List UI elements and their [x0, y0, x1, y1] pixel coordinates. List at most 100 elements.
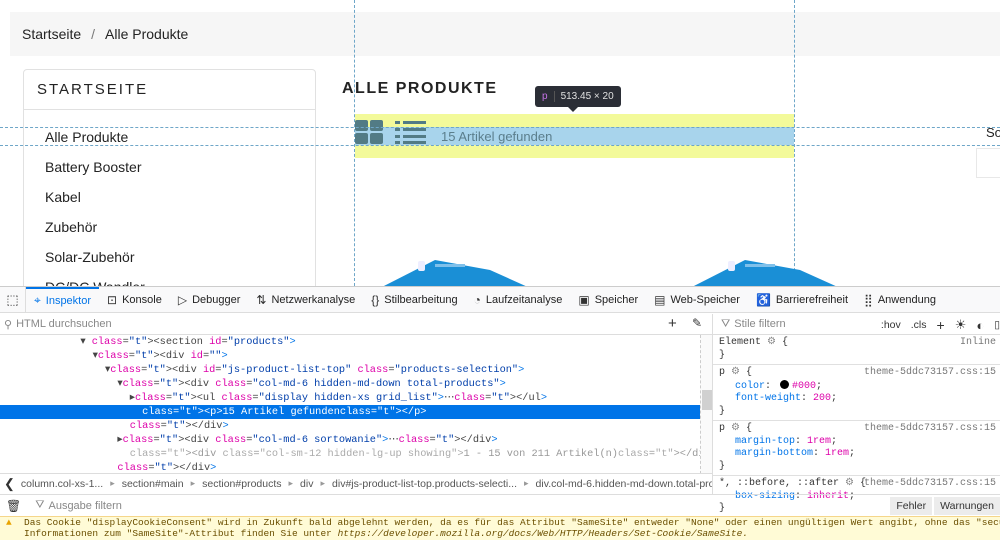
node-breadcrumb-item[interactable]: section#main: [121, 477, 184, 490]
tooltip-tag: p: [542, 91, 555, 102]
warning-line-2: Informationen zum "SameSite"-Attribut fi…: [24, 528, 338, 539]
css-rules-list: Element ⚙ {Inline} p ⚙ {theme-5ddc73157.c…: [713, 335, 1000, 519]
style-editor-icon: {}: [371, 292, 380, 307]
gear-icon[interactable]: ⚙: [767, 337, 776, 348]
markup-node[interactable]: class="t"><p>15 Artikel gefundenclass="t…: [0, 405, 700, 419]
css-declaration[interactable]: color: #000;: [735, 379, 823, 392]
eyedropper-icon[interactable]: ✎: [692, 316, 703, 330]
dark-scheme-icon[interactable]: ◐: [976, 317, 985, 333]
sidebar-item-dcdc-wandler[interactable]: DC/DC Wandler: [24, 277, 315, 286]
markup-pane: ⚲ HTML durchsuchen + ✎ ▾ class="t"><sect…: [0, 314, 712, 474]
tab-label: Inspektor: [45, 294, 92, 307]
tab-label: Debugger: [192, 293, 241, 306]
markup-node[interactable]: class="t"></div>: [129, 420, 229, 432]
sort-dropdown[interactable]: [976, 148, 1000, 178]
cls-toggle[interactable]: .cls: [910, 319, 927, 331]
trash-icon[interactable]: 🗑: [6, 498, 22, 513]
rule-source-link[interactable]: theme-5ddc73157.css:15: [863, 423, 996, 434]
tab-label: Speicher: [594, 293, 639, 306]
product-image-1[interactable]: [380, 258, 530, 286]
node-breadcrumb-item[interactable]: column.col-xs-1...: [20, 477, 104, 490]
markup-node[interactable]: ▾class="t"><div id="js-product-list-top"…: [0, 364, 525, 376]
tab-label: Anwendung: [877, 293, 936, 306]
tab-laufzeitanalyse[interactable]: ◔Laufzeitanalyse: [466, 287, 571, 313]
markup-node[interactable]: class="t"></div>: [117, 462, 217, 471]
gear-icon[interactable]: ⚙: [731, 423, 740, 434]
console-icon: ⊡: [107, 292, 118, 307]
color-swatch-icon[interactable]: [780, 379, 790, 389]
markup-node[interactable]: ▾class="t"><div id="">: [0, 350, 228, 362]
styles-filter-input[interactable]: ⛛ Stile filtern :hov .cls + ☀ ◐ ▯: [713, 314, 1000, 335]
guide-line-bottom: [0, 145, 1000, 146]
sort-label: So: [986, 125, 1000, 140]
rule-selector: p: [719, 367, 726, 378]
tab-debugger[interactable]: ▷Debugger: [170, 287, 249, 313]
markup-node[interactable]: ▾ class="t"><section id="products">: [0, 336, 296, 348]
accessibility-icon: ♿: [755, 292, 771, 307]
node-breadcrumb-item[interactable]: div#js-product-list-top.products-selecti…: [332, 477, 518, 490]
tab-anwendung[interactable]: ⣿ Anwendung: [856, 287, 944, 313]
rule-source-link[interactable]: Inline: [959, 337, 996, 348]
rule-selector: Element: [719, 337, 762, 348]
rule-source-link[interactable]: theme-5ddc73157.css:15: [863, 478, 996, 489]
product-image-2[interactable]: [690, 258, 840, 286]
tab-label: Netzwerkanalyse: [271, 293, 356, 306]
warnings-filter-button[interactable]: Warnungen: [934, 497, 1000, 515]
element-picker-icon[interactable]: ⬚: [0, 286, 26, 313]
add-node-button[interactable]: +: [668, 315, 677, 332]
tab-web-speicher[interactable]: ▤Web-Speicher: [646, 287, 748, 313]
tab-inspektor[interactable]: ⌖Inspektor: [26, 286, 100, 313]
tab-konsole[interactable]: ⊡Konsole: [99, 287, 170, 313]
errors-filter-button[interactable]: Fehler: [890, 497, 933, 515]
sidebar-title[interactable]: STARTSEITE: [24, 70, 315, 110]
rule-source-link[interactable]: theme-5ddc73157.css:15: [863, 367, 996, 378]
markup-scrollbar[interactable]: [700, 335, 712, 474]
console-warning-message: ▲ Das Cookie "displayCookieConsent" wird…: [0, 516, 1000, 540]
css-declaration[interactable]: font-weight: 200;: [735, 393, 838, 404]
gear-icon[interactable]: ⚙: [731, 367, 740, 378]
rules-pane: ⛛ Stile filtern :hov .cls + ☀ ◐ ▯ Elemen…: [712, 314, 1000, 519]
css-declaration[interactable]: margin-bottom: 1rem;: [735, 448, 856, 459]
markup-node[interactable]: ▸class="t"><ul class="display hidden-xs …: [0, 392, 547, 404]
node-breadcrumb-item[interactable]: section#products: [202, 477, 282, 490]
hov-toggle[interactable]: :hov: [880, 319, 901, 331]
gear-icon[interactable]: ⚙: [845, 478, 855, 489]
css-declaration[interactable]: box-sizing: inherit;: [735, 490, 856, 502]
tab-stilbearbeitung[interactable]: {}Stilbearbeitung: [363, 287, 465, 313]
grid-view-icon[interactable]: [355, 120, 383, 144]
tab-barrierefreiheit[interactable]: ♿Barrierefreiheit: [748, 287, 856, 313]
warning-line-1: Das Cookie "displayCookieConsent" wird i…: [24, 517, 1000, 528]
list-view-icon[interactable]: [395, 120, 426, 144]
node-breadcrumb-item[interactable]: div.col-md-6.hidden-md-down.total-produc…: [535, 477, 712, 490]
breadcrumb-home-link[interactable]: Startseite: [22, 26, 82, 42]
print-media-icon[interactable]: ▯: [994, 319, 1000, 331]
html-search-input[interactable]: ⚲ HTML durchsuchen + ✎: [0, 314, 712, 335]
sidebar-item-zubehoer[interactable]: Zubehör: [45, 219, 98, 235]
node-breadcrumb-item[interactable]: div: [300, 477, 314, 490]
application-icon: ⣿: [864, 292, 873, 307]
console-filter-input[interactable]: Ausgabe filtern: [48, 499, 122, 512]
add-rule-icon[interactable]: +: [936, 317, 945, 333]
markup-node[interactable]: class="t"><div class="col-sm-12 hidden-l…: [129, 448, 700, 460]
markup-tree[interactable]: ▾ class="t"><section id="products"> ▾cla…: [0, 335, 700, 471]
scrollbar-thumb[interactable]: [702, 390, 712, 410]
sidebar-item-solar-zubehoer[interactable]: Solar-Zubehör: [45, 249, 135, 265]
sidebar-item-alle-produkte[interactable]: Alle Produkte: [45, 129, 129, 145]
css-rule[interactable]: Element ⚙ {Inline}: [713, 335, 1000, 365]
devtools-tabbar: ⬚ ⌖Inspektor ⊡Konsole ▷Debugger ⇅Netzwer…: [0, 286, 1000, 313]
rule-selector: *, ::before, ::after: [719, 478, 840, 489]
breadcrumb-scroll-left-icon[interactable]: ❮: [4, 475, 15, 491]
markup-node[interactable]: ▸class="t"><div class="col-md-6 sortowan…: [0, 434, 498, 446]
css-declaration[interactable]: margin-top: 1rem;: [735, 435, 838, 447]
light-scheme-icon[interactable]: ☀: [954, 317, 967, 332]
markup-node[interactable]: ▾class="t"><div class="col-md-6 hidden-m…: [0, 378, 506, 390]
samesite-docs-link[interactable]: https://developer.mozilla.org/docs/Web/H…: [337, 528, 749, 539]
tab-speicher[interactable]: ▣Speicher: [570, 287, 646, 313]
sidebar-item-battery-booster[interactable]: Battery Booster: [45, 159, 142, 175]
tab-netzwerkanalyse[interactable]: ⇅Netzwerkanalyse: [248, 287, 363, 313]
breadcrumb-current: Alle Produkte: [105, 26, 189, 42]
breadcrumb: Startseite / Alle Produkte: [10, 12, 1000, 56]
sidebar-item-kabel[interactable]: Kabel: [45, 189, 81, 205]
